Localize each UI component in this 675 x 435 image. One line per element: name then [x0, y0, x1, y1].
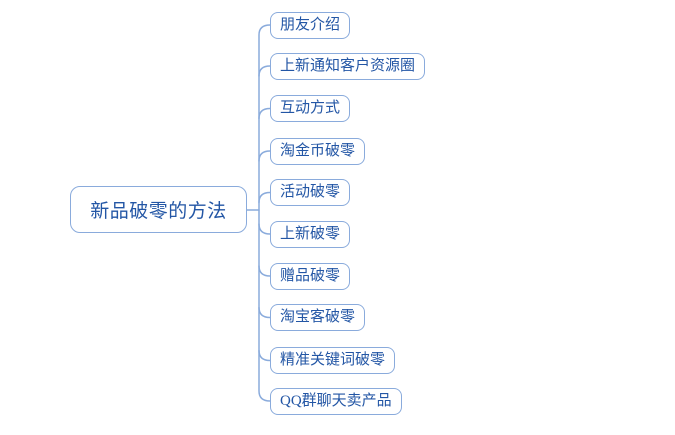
branch-node-activity[interactable]: 活动破零 [270, 179, 351, 206]
branch-line [258, 107, 271, 120]
branch-node-interaction[interactable]: 互动方式 [270, 95, 351, 122]
branch-line [258, 265, 271, 277]
branch-node-gift[interactable]: 赠品破零 [270, 262, 351, 290]
branch-node-taojinbi[interactable]: 淘金币破零 [270, 137, 366, 165]
branch-node-keywords[interactable]: 精准关键词破零 [270, 347, 396, 374]
branch-node-notify-customers[interactable]: 上新通知客户资源圈 [270, 52, 426, 80]
branch-line [258, 65, 271, 77]
branch-line [258, 349, 271, 362]
branch-node-taobaoke[interactable]: 淘宝客破零 [270, 304, 366, 331]
branch-node-new-arrival[interactable]: 上新破零 [270, 220, 351, 248]
branch-line [258, 150, 271, 162]
branch-node-friend-intro[interactable]: 朋友介绍 [270, 11, 351, 39]
root-node[interactable]: 新品破零的方法 [70, 186, 247, 233]
trunk-line [258, 24, 271, 402]
branch-line [258, 223, 271, 235]
branch-line [258, 191, 271, 204]
branch-line [258, 306, 271, 319]
branch-node-qq-group[interactable]: QQ群聊天卖产品 [270, 387, 402, 415]
